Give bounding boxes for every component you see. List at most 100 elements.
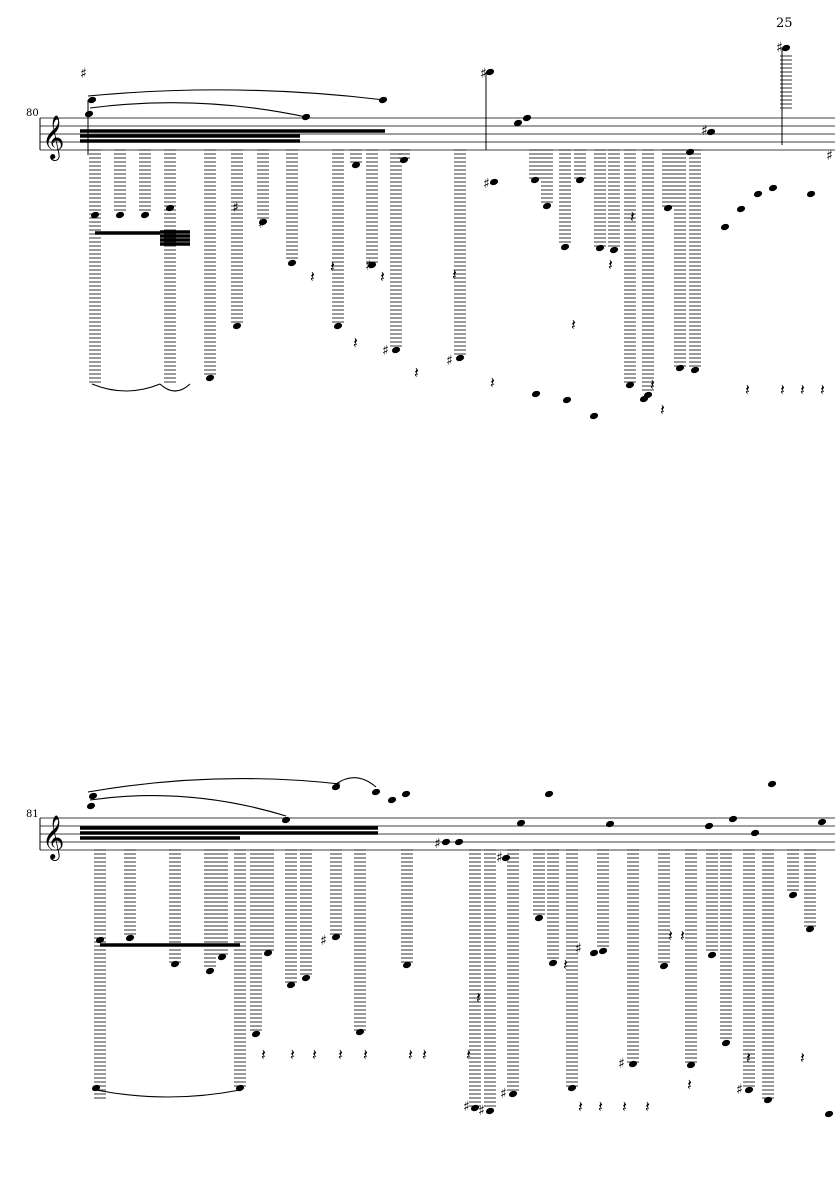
notehead	[217, 953, 227, 961]
slur	[89, 102, 307, 118]
notehead	[544, 790, 554, 798]
slur	[87, 89, 385, 101]
slur	[335, 777, 377, 788]
sharp-icon: ♯	[736, 1082, 743, 1098]
sharp-icon: ♯	[463, 1099, 470, 1115]
notehead	[258, 218, 268, 226]
slur	[159, 383, 191, 392]
sharp-icon: ♯	[480, 66, 487, 82]
notehead	[736, 205, 746, 213]
notehead	[501, 854, 511, 862]
notehead	[351, 161, 361, 169]
quarter-rest-icon: 𝄽	[312, 1045, 317, 1064]
notehead	[706, 128, 716, 136]
quarter-rest-icon: 𝄽	[650, 375, 655, 394]
notehead	[805, 925, 815, 933]
notehead	[628, 1060, 638, 1068]
quarter-rest-icon: 𝄽	[414, 363, 419, 382]
sharp-icon: ♯	[701, 123, 708, 139]
notehead	[562, 396, 572, 404]
notehead	[115, 211, 125, 219]
slur	[89, 795, 287, 817]
quarter-rest-icon: 𝄽	[466, 1045, 471, 1064]
sharp-icon: ♯	[826, 148, 833, 164]
notehead	[548, 959, 558, 967]
sharp-icon: ♯	[618, 1056, 625, 1072]
notehead	[575, 176, 585, 184]
treble-clef-icon: 𝄞	[42, 115, 64, 161]
sharp-icon: ♯	[575, 941, 582, 957]
notehead	[767, 780, 777, 788]
notehead	[589, 412, 599, 420]
quarter-rest-icon: 𝄽	[452, 265, 457, 284]
sharp-icon: ♯	[365, 258, 372, 274]
notehead	[401, 790, 411, 798]
notehead	[387, 796, 397, 804]
sharp-icon: ♯	[500, 1086, 507, 1102]
notehead	[763, 1096, 773, 1104]
notehead	[378, 96, 388, 104]
notehead	[609, 246, 619, 254]
notehead	[470, 1104, 480, 1112]
sharp-icon: ♯	[80, 66, 87, 82]
notehead	[205, 374, 215, 382]
quarter-rest-icon: 𝄽	[608, 255, 613, 274]
sharp-icon: ♯	[483, 176, 490, 192]
quarter-rest-icon: 𝄽	[680, 926, 685, 945]
notehead	[605, 820, 615, 828]
notehead	[454, 838, 464, 846]
notehead	[728, 815, 738, 823]
notehead	[455, 354, 465, 362]
notehead	[485, 1107, 495, 1115]
quarter-rest-icon: 𝄽	[310, 267, 315, 286]
notehead	[399, 156, 409, 164]
quarter-rest-icon: 𝄽	[408, 1045, 413, 1064]
notehead	[331, 783, 341, 791]
slur	[87, 778, 341, 793]
notehead	[690, 366, 700, 374]
quarter-rest-icon: 𝄽	[330, 257, 335, 276]
quarter-rest-icon: 𝄽	[380, 267, 385, 286]
notehead	[686, 1061, 696, 1069]
sharp-icon: ♯	[776, 40, 783, 56]
notehead	[165, 204, 175, 212]
sharp-icon: ♯	[382, 343, 389, 359]
notehead	[441, 838, 451, 846]
notehead	[513, 119, 523, 127]
quarter-rest-icon: 𝄽	[422, 1045, 427, 1064]
quarter-rest-icon: 𝄽	[622, 1097, 627, 1116]
quarter-rest-icon: 𝄽	[668, 926, 673, 945]
quarter-rest-icon: 𝄽	[598, 1097, 603, 1116]
notehead	[530, 176, 540, 184]
notehead	[531, 390, 541, 398]
notehead	[595, 244, 605, 252]
sharp-icon: ♯	[478, 1103, 485, 1119]
page-number: 25	[776, 16, 793, 31]
notehead	[522, 114, 532, 122]
notehead	[817, 818, 827, 826]
notehead	[625, 381, 635, 389]
notehead	[287, 259, 297, 267]
notehead	[824, 1110, 834, 1118]
quarter-rest-icon: 𝄽	[800, 1048, 805, 1067]
notehead	[301, 974, 311, 982]
notehead	[86, 802, 96, 810]
slur	[95, 1089, 241, 1098]
notehead	[301, 113, 311, 121]
notehead	[685, 148, 695, 156]
notehead	[251, 1030, 261, 1038]
sharp-icon: ♯	[446, 353, 453, 369]
sharp-icon: ♯	[232, 200, 239, 216]
quarter-rest-icon: 𝄽	[820, 380, 825, 399]
notehead	[663, 204, 673, 212]
notehead	[125, 934, 135, 942]
notehead	[542, 202, 552, 210]
quarter-rest-icon: 𝄽	[353, 333, 358, 352]
notehead	[91, 1084, 101, 1092]
quarter-rest-icon: 𝄽	[800, 380, 805, 399]
notehead	[560, 243, 570, 251]
notehead	[205, 967, 215, 975]
notehead	[84, 110, 94, 118]
notehead	[781, 44, 791, 52]
